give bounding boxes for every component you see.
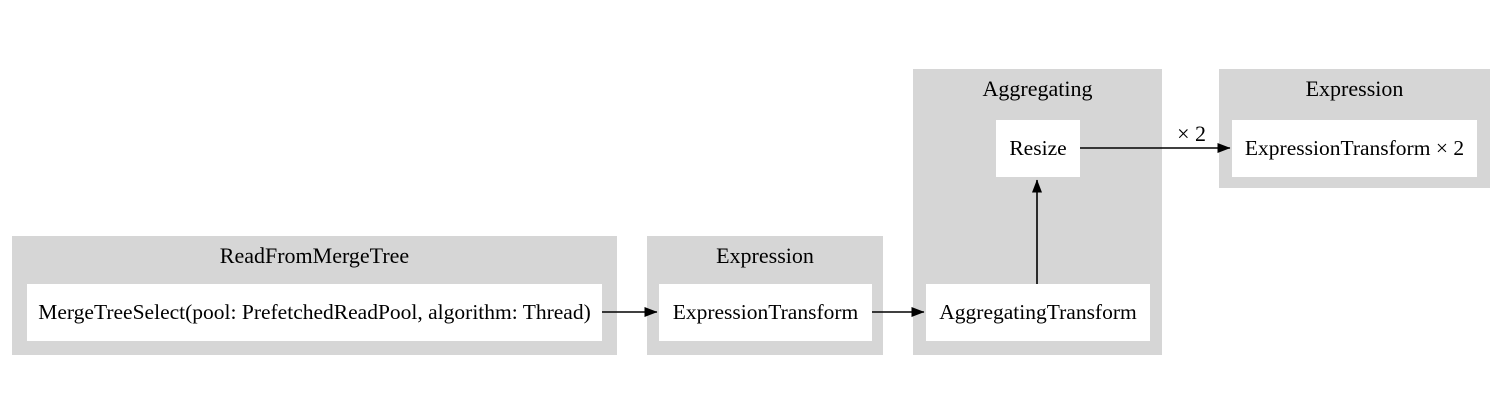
cluster-title-aggregating: Aggregating [982,76,1093,101]
node-aggregating-transform: AggregatingTransform [926,284,1150,341]
node-resize: Resize [996,120,1080,177]
cluster-title-expression-2: Expression [1305,76,1404,101]
cluster-expression-1: Expression ExpressionTransform [647,236,883,355]
cluster-aggregating: Aggregating Resize AggregatingTransform [913,69,1162,355]
cluster-expression-2: Expression ExpressionTransform × 2 [1219,69,1490,188]
cluster-read-from-merge-tree: ReadFromMergeTree MergeTreeSelect(pool: … [12,236,617,355]
cluster-title-expression-1: Expression [716,243,814,268]
node-merge-tree-select: MergeTreeSelect(pool: PrefetchedReadPool… [27,284,602,341]
edge-multiplicity-label: × 2 [1177,121,1206,146]
node-expression-transform: ExpressionTransform [659,284,872,341]
node-expression-transform-x2: ExpressionTransform × 2 [1232,120,1477,177]
cluster-title-read-from-merge-tree: ReadFromMergeTree [219,243,410,268]
